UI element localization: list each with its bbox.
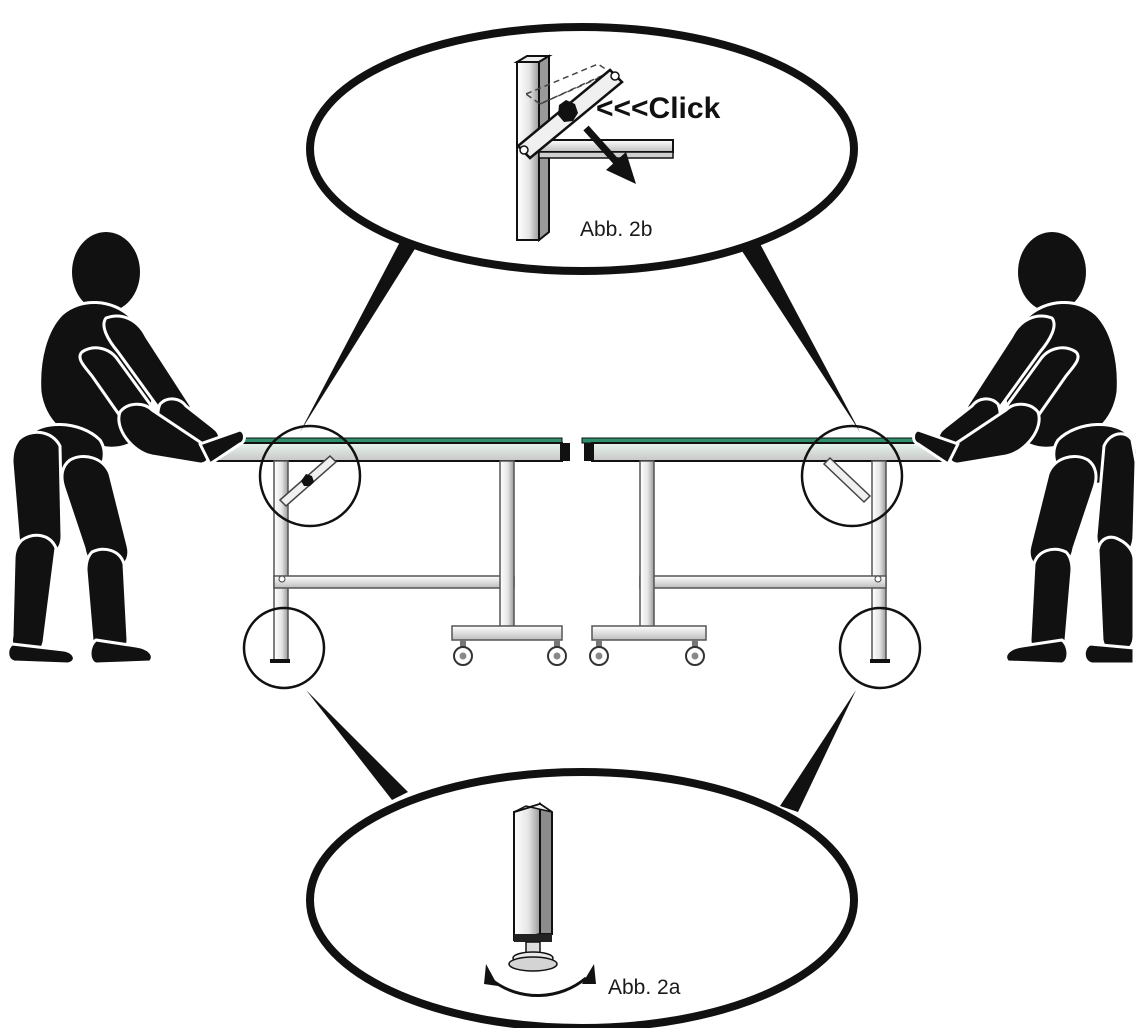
callout-bottom: Abb. 2a [306, 768, 858, 1028]
rotate-arrows-icon [484, 964, 596, 997]
highlight-circles [242, 424, 922, 690]
callout-top: <<<Click Abb. 2b [306, 23, 858, 275]
person-left-icon [6, 232, 246, 666]
lock-knob-icon [558, 100, 578, 122]
callout-bottom-right-pointer [780, 690, 856, 812]
wheel-icon [685, 640, 705, 666]
highlight-brace-right [800, 424, 904, 528]
table-top-left-half [209, 437, 570, 462]
callout-connectors [300, 238, 860, 812]
figure-label-2b: Abb. 2b [580, 218, 652, 241]
wheel-icon [589, 640, 609, 666]
highlight-brace-left [258, 424, 362, 528]
leg-foot-detail [513, 802, 553, 942]
highlight-foot-right [838, 606, 922, 690]
brace-knob-icon [301, 474, 314, 486]
callout-bottom-left-pointer [306, 690, 408, 800]
wheel-icon [453, 640, 473, 666]
left-frame [270, 454, 567, 666]
highlight-foot-left [242, 606, 326, 690]
table-tennis-table [209, 424, 951, 690]
callout-bottom-ellipse [306, 768, 858, 1028]
click-label: <<<Click [596, 92, 721, 125]
callout-top-left-pointer [300, 238, 418, 432]
wheel-icon [547, 640, 567, 666]
callout-top-right-pointer [740, 240, 860, 432]
right-frame [589, 456, 890, 666]
person-right-icon [912, 232, 1137, 666]
figure-label-2a: Abb. 2a [608, 976, 681, 999]
adjustable-foot-icon [508, 941, 558, 972]
table-top-right-half [581, 437, 951, 462]
click-direction-arrow-icon [583, 125, 636, 184]
